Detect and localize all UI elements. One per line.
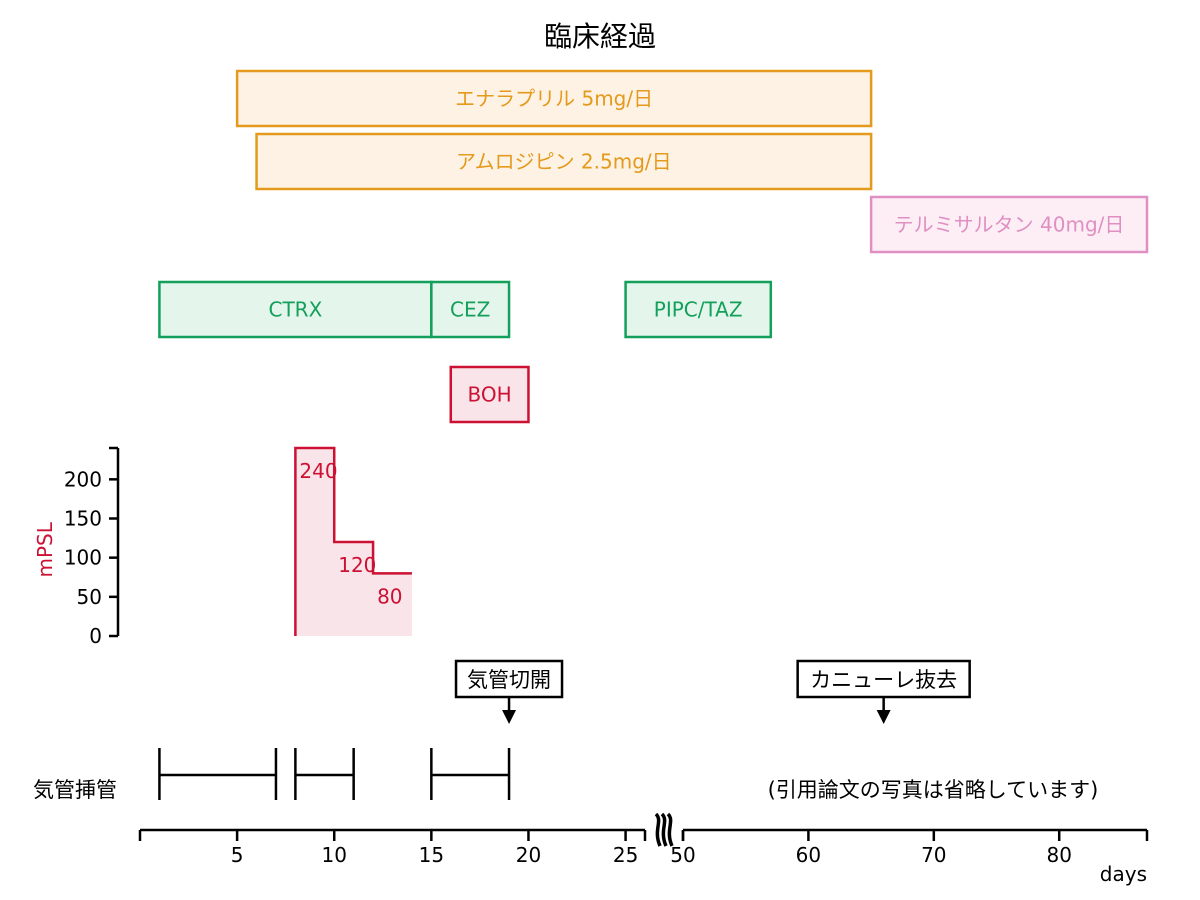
x-axis-label: days [1100, 862, 1147, 886]
steroid-ytick-label-150: 150 [64, 507, 102, 531]
drug-bar-label-0: エナラプリル 5mg/日 [455, 87, 653, 111]
x-tick-label-5: 5 [231, 843, 244, 867]
x-tick-label-60: 60 [796, 843, 821, 867]
drug-bar-cez-4 [430, 280, 511, 339]
axis-break-mark-0 [654, 812, 662, 847]
x-tick-label-25: 25 [613, 843, 638, 867]
steroid-ytick-label-50: 50 [77, 585, 102, 609]
drug-bar-label-2: テルミサルタン 40mg/日 [894, 213, 1125, 237]
drug-bar-40mg-2 [869, 195, 1149, 254]
chart-title: 臨床経過 [544, 20, 656, 53]
steroid-value-label-1: 120 [338, 553, 376, 577]
drug-bar-boh-6 [449, 365, 530, 424]
event-label-1: カニューレ抜去 [810, 668, 957, 692]
steroid-ytick-label-200: 200 [64, 467, 102, 491]
intubation-track: 気管挿管 [33, 748, 511, 802]
event-markers: 気管切開 カニューレ抜去 [454, 659, 971, 724]
steroid-y-axis-label: mPSL [33, 521, 57, 577]
citation-note: (引用論文の写真は省略しています) [768, 778, 1099, 802]
intubation-label: 気管挿管 [33, 778, 117, 802]
drug-bar-label-3: CTRX [268, 298, 322, 322]
x-tick-label-80: 80 [1046, 843, 1071, 867]
event-box-1 [796, 659, 971, 699]
drug-bar-2-5mg-1 [255, 132, 873, 191]
drug-bar-label-5: PIPC/TAZ [654, 298, 743, 322]
x-tick-label-70: 70 [921, 843, 946, 867]
axis-break-mark-2 [666, 812, 674, 847]
event-arrow-head-1 [876, 710, 891, 724]
x-tick-label-15: 15 [419, 843, 444, 867]
steroid-ytick-label-100: 100 [64, 546, 102, 570]
x-tick-label-50: 50 [670, 843, 695, 867]
steroid-ytick-label-0: 0 [89, 624, 102, 648]
drug-bar-5mg-0 [235, 69, 873, 128]
steroid-value-label-2: 80 [377, 584, 402, 608]
event-box-0 [454, 659, 564, 699]
drug-bar-label-6: BOH [468, 383, 512, 407]
steroid-step-line [294, 446, 412, 636]
event-label-0: 気管切開 [467, 668, 551, 692]
event-arrow-head-0 [502, 710, 517, 724]
steroid-value-label-0: 240 [299, 459, 337, 483]
axis-break-mark-1 [660, 812, 668, 847]
x-axis: 5 10 15 20 25 50 60 70 80 days [138, 812, 1149, 886]
drug-bar-label-4: CEZ [450, 298, 490, 322]
x-tick-label-20: 20 [516, 843, 541, 867]
x-tick-label-10: 10 [322, 843, 347, 867]
drug-bar-label-1: アムロジピン 2.5mg/日 [456, 150, 672, 174]
drug-bar-pipc-taz-5 [624, 280, 773, 339]
